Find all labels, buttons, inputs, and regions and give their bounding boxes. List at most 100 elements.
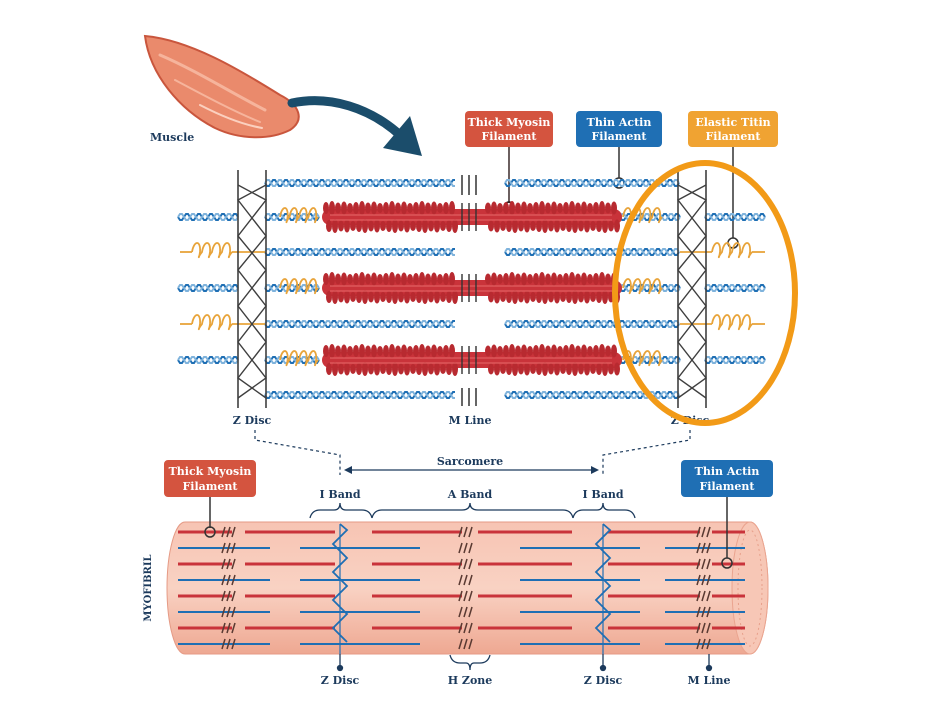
myosin-head [407,346,413,356]
thin-actin-top-line2: Filament [591,130,647,143]
myofibril-m-mark [231,542,236,554]
myosin-head [407,274,413,284]
myofibril-m-mark [463,526,468,538]
myosin-head [395,273,401,285]
myosin-head [347,274,353,284]
myosin-head [401,272,407,286]
myofibril-m-mark [226,590,231,602]
z-disc-bottom-right-label: Z Disc [584,674,623,687]
myosin-head [497,274,503,284]
myosin-head [587,346,593,356]
myosin-head [503,345,509,357]
myosin-head [362,290,368,304]
myosin-head [410,221,416,231]
myosin-head [374,362,380,376]
myosin-head [494,290,500,304]
myosin-head [605,273,611,285]
myosin-head [575,273,581,285]
myosin-head [518,220,524,232]
myofibril-filaments [178,523,745,654]
myosin-head [578,363,584,375]
myofibril-m-mark [701,574,706,586]
actin-strand [264,320,455,328]
myosin-head [344,219,350,233]
myosin-head [413,345,419,357]
myosin-head [410,292,416,302]
myosin-head [584,290,590,304]
myofibril-tube [166,521,769,655]
thin-actin-label-top: Thin Actin Filament [576,111,662,147]
myosin-head [539,201,545,215]
actin-strand [264,284,320,292]
myosin-head [449,272,455,286]
thin-actin-bottom-line2: Filament [699,480,755,493]
myosin-head [452,219,458,233]
muscle-icon [143,34,300,139]
myosin-head [596,291,602,303]
myosin-head [515,345,521,357]
m-line-bottom-label: M Line [688,674,731,687]
myosin-head [521,344,527,358]
myosin-head [503,273,509,285]
myofibril-m-mark [701,558,706,570]
myofibril-m-mark [226,638,231,650]
myosin-head [500,292,506,302]
myofibril-m-mark [221,574,226,586]
myosin-head [371,272,377,286]
myosin-head [509,272,515,286]
connector-right [602,430,691,475]
myosin-head [554,362,560,376]
myosin-head [404,219,410,233]
bottom-pointers [336,654,713,672]
myosin-head [374,290,380,304]
myofibril-m-mark [463,574,468,586]
myosin-head [551,272,557,286]
myosin-head [602,362,608,376]
myosin-head [341,344,347,358]
myofibril-m-mark [706,606,711,618]
myosin-head [413,273,419,285]
myofibril-m-mark [221,558,226,570]
actin-strand [264,391,455,399]
titin-spring [711,314,753,331]
myosin-head [602,219,608,233]
myosin-head [434,362,440,376]
actin-strand [704,356,766,364]
myofibril-m-mark [463,622,468,634]
myosin-head [548,363,554,375]
myosin-head [578,220,584,232]
myosin-head [548,220,554,232]
myosin-head [488,220,494,232]
myosin-head [365,202,371,214]
myosin-head [350,364,356,374]
actin-strand [177,356,239,364]
myosin-head [401,344,407,358]
myosin-head [509,344,515,358]
myosin-head [539,272,545,286]
myofibril-m-mark [706,526,711,538]
myosin-head [401,201,407,215]
myosin-head [557,274,563,284]
myosin-head [434,219,440,233]
myosin-head [554,290,560,304]
a-band-label: A Band [447,488,493,501]
titin-spring [279,278,319,295]
h-zone-label: H Zone [448,674,493,687]
myofibril-m-mark [226,558,231,570]
myosin-head [539,344,545,358]
myosin-head [593,345,599,357]
myosin-head [368,220,374,232]
myosin-filament [322,344,622,376]
myosin-head [596,220,602,232]
myosin-head [536,220,542,232]
elastic-titin-line1: Elastic Titin [695,116,770,129]
myosin-head [593,273,599,285]
myosin-head [590,364,596,374]
myosin-head [389,344,395,358]
myosin-head [437,274,443,284]
titin-spring [711,242,753,259]
myosin-head [497,346,503,356]
z-disc-bottom-left-label: Z Disc [321,674,360,687]
titin-spring [191,314,233,331]
